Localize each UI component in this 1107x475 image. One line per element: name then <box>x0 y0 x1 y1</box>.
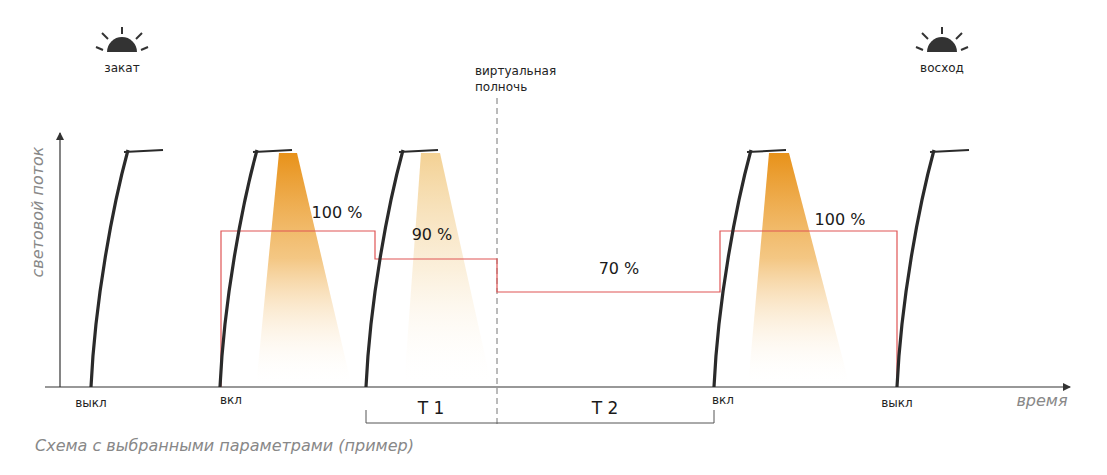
lamp-post <box>366 150 403 387</box>
street-lamp <box>366 150 438 387</box>
diagram-label: восход <box>920 61 964 77</box>
light-cone <box>748 153 850 387</box>
street-lamp <box>714 150 786 387</box>
diagram-label: вкл <box>220 393 242 409</box>
diagram-label: 100 % <box>312 203 363 224</box>
lamp-arm <box>124 150 163 152</box>
diagram-label: вкл <box>712 393 734 409</box>
sun-icon <box>916 27 968 52</box>
lamp-arm <box>399 150 438 152</box>
street-lamp <box>220 150 292 387</box>
diagram-label: 90 % <box>412 225 453 246</box>
lamp-post <box>91 150 128 387</box>
axis-title: световой поток <box>28 147 49 278</box>
street-lamp <box>897 150 969 387</box>
caption: Схема с выбранными параметрами (пример) <box>35 436 414 455</box>
diagram-label: выкл <box>75 396 106 412</box>
axis-title: время <box>1016 391 1067 412</box>
dimming-profile <box>221 231 897 387</box>
lamp-post <box>220 150 257 387</box>
diagram-label: T 2 <box>592 397 619 419</box>
diagram-label: виртуальная полночь <box>475 64 585 95</box>
lamp-post <box>897 150 934 387</box>
sun-icon <box>96 27 148 52</box>
light-cone <box>404 153 492 387</box>
light-cone <box>256 153 352 387</box>
lamp-arm <box>253 150 292 152</box>
lamp-arm <box>930 150 969 152</box>
lamp-arm <box>747 150 786 152</box>
y-axis <box>59 133 60 387</box>
street-lamp <box>91 150 163 387</box>
diagram-label: 100 % <box>815 210 866 231</box>
x-axis <box>45 386 1070 387</box>
moon-icon <box>486 8 508 46</box>
diagram-label: T 1 <box>418 397 445 419</box>
diagram-label: 70 % <box>599 259 640 280</box>
diagram-label: закат <box>104 61 139 77</box>
lamp-post <box>714 150 751 387</box>
diagram-label: выкл <box>881 396 912 412</box>
